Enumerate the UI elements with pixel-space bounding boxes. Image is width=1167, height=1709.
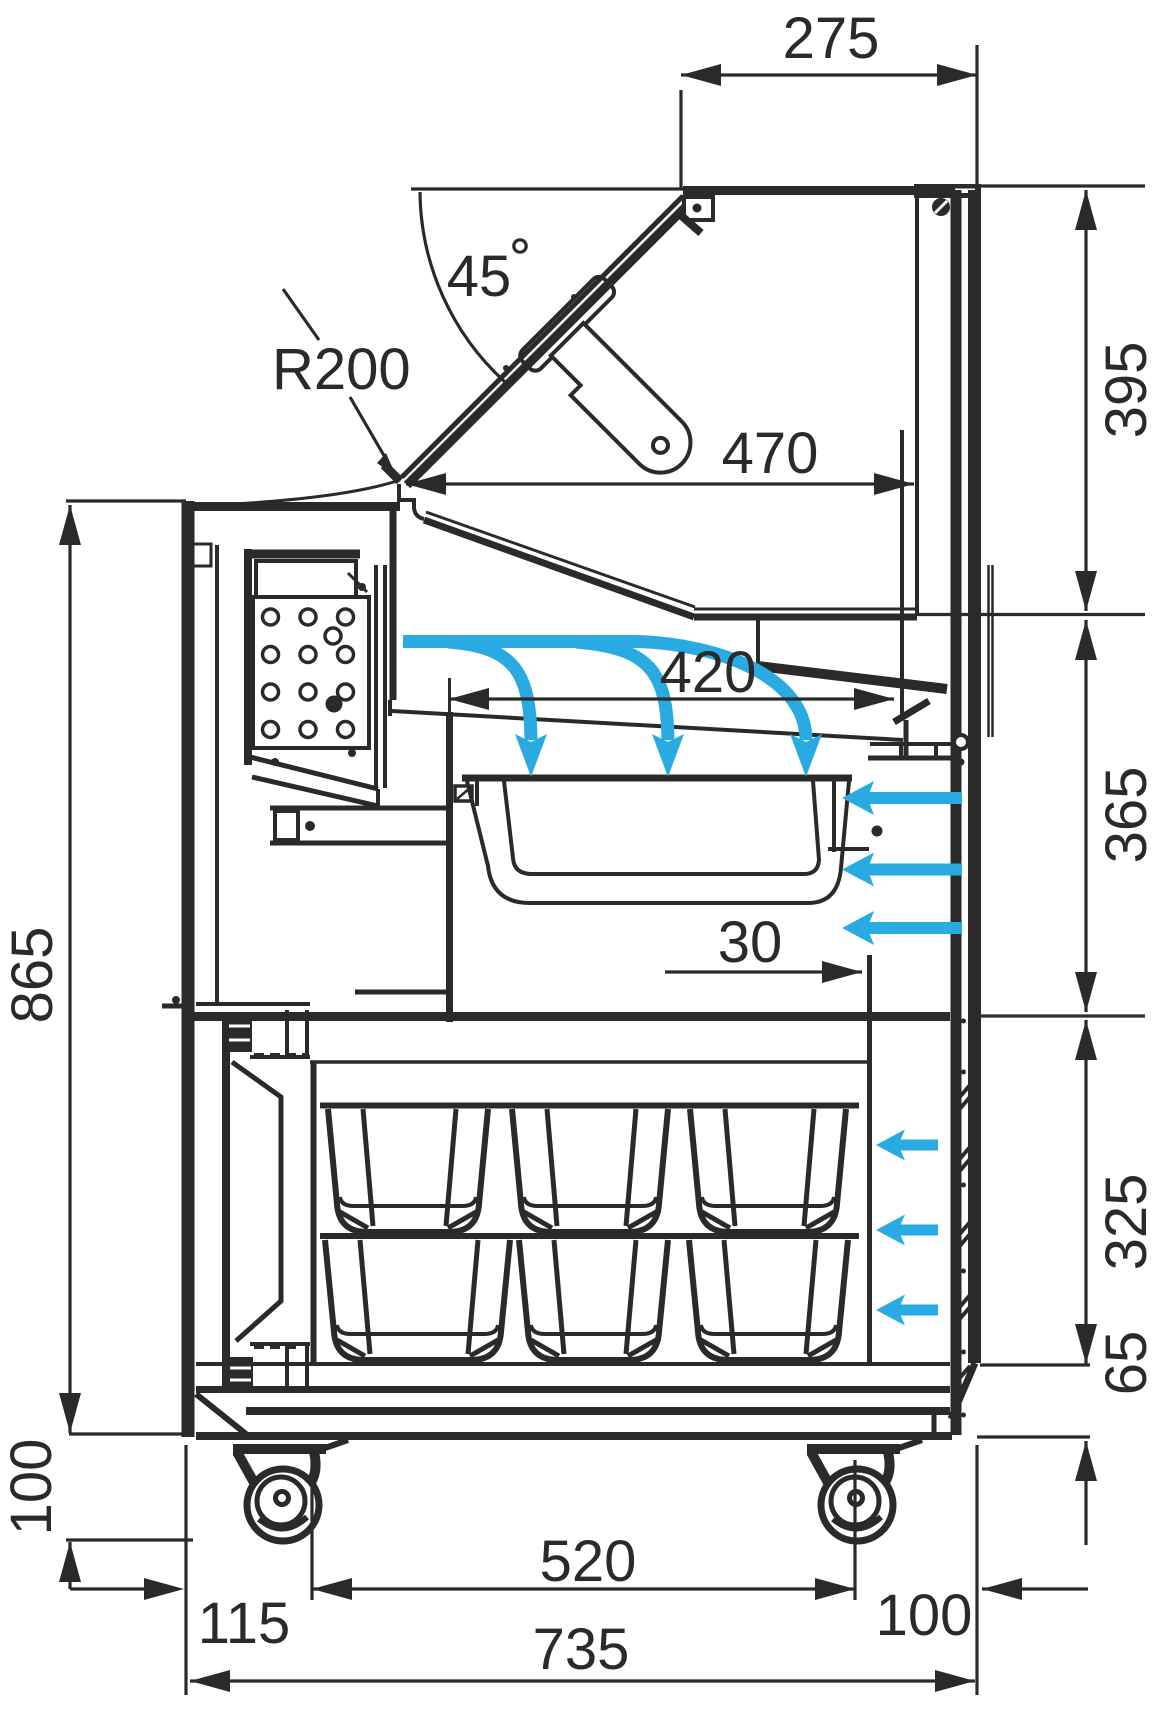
svg-text:45: 45 bbox=[447, 244, 512, 309]
svg-text:365: 365 bbox=[1094, 767, 1159, 864]
svg-text:275: 275 bbox=[783, 6, 880, 71]
svg-text:520: 520 bbox=[540, 1529, 637, 1594]
svg-text:395: 395 bbox=[1094, 342, 1159, 439]
svg-text:100: 100 bbox=[0, 1439, 64, 1536]
svg-text:420: 420 bbox=[660, 640, 757, 705]
svg-text:865: 865 bbox=[0, 927, 65, 1024]
svg-text:115: 115 bbox=[198, 1591, 290, 1656]
svg-text:100: 100 bbox=[876, 1583, 973, 1648]
svg-text:65: 65 bbox=[1094, 1331, 1159, 1396]
svg-text:470: 470 bbox=[722, 421, 819, 486]
svg-text:735: 735 bbox=[533, 1617, 630, 1682]
svg-text:R200: R200 bbox=[272, 337, 411, 402]
svg-text:30: 30 bbox=[718, 910, 783, 975]
svg-text:325: 325 bbox=[1094, 1174, 1159, 1271]
